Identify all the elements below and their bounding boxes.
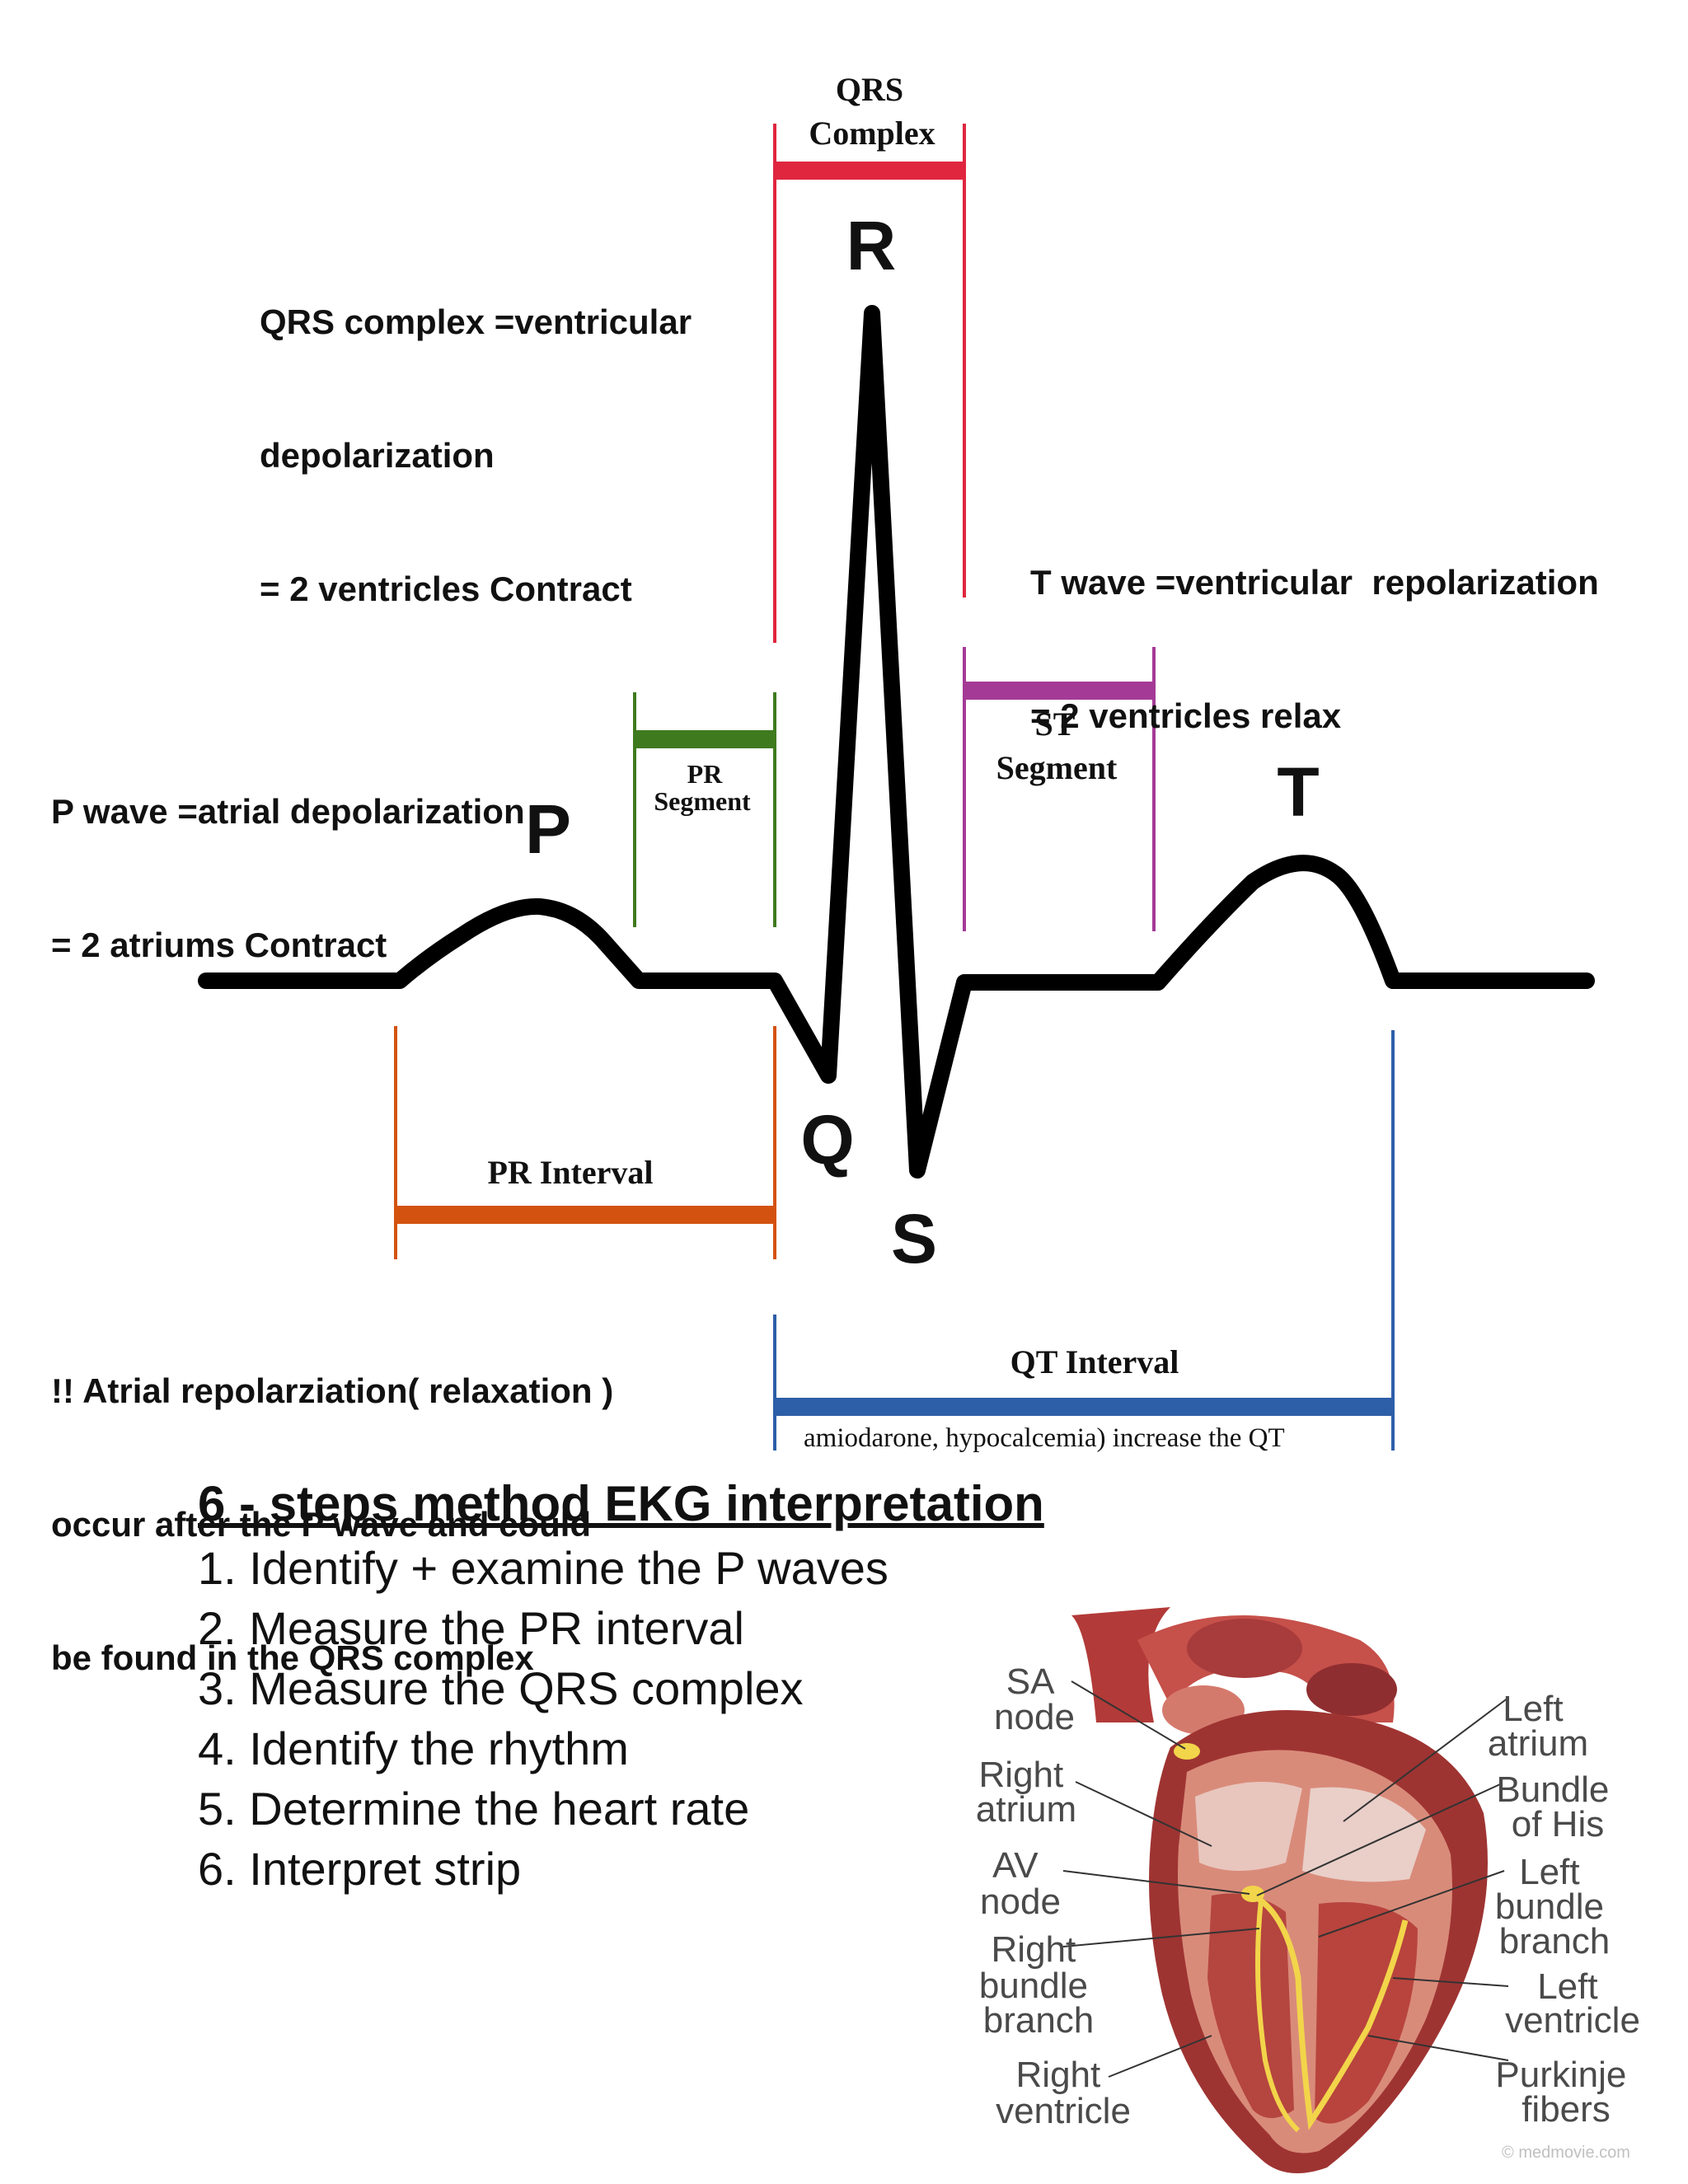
pr-interval-bracket bbox=[394, 1026, 776, 1259]
t-wave-note-line: T wave =ventricular repolarization bbox=[1030, 563, 1599, 602]
p-wave-note-line: P wave =atrial depolarization bbox=[51, 792, 525, 831]
pr-interval-label: PR Interval bbox=[487, 1154, 653, 1191]
qrs-complex-label-line2: Complex bbox=[809, 115, 935, 152]
qrs-note-line: QRS complex =ventricular bbox=[260, 302, 692, 341]
qt-interval-bracket bbox=[773, 1030, 1395, 1451]
qt-interval-label: QT Interval bbox=[1010, 1343, 1179, 1380]
wave-letter-r: R bbox=[846, 207, 897, 284]
st-segment-label-line2: Segment bbox=[996, 749, 1118, 786]
step-item: 1. Identify + examine the P waves bbox=[198, 1542, 889, 1594]
label-purkinje-fibers: Purkinje fibers bbox=[1495, 2055, 1636, 2130]
atrial-note-line: !! Atrial repolarziation( relaxation ) bbox=[51, 1371, 614, 1410]
wave-letter-s: S bbox=[891, 1200, 937, 1277]
qrs-complex-label-line1: QRS bbox=[836, 71, 903, 108]
wave-letter-q: Q bbox=[800, 1101, 854, 1179]
qrs-complex-bracket bbox=[773, 124, 966, 643]
label-bundle-of-his: Bundle of His bbox=[1496, 1769, 1619, 1844]
qrs-note-line: = 2 ventricles Contract bbox=[260, 569, 632, 608]
pr-segment-bracket bbox=[633, 692, 776, 927]
qt-interval-note: amiodarone, hypocalcemia) increase the Q… bbox=[804, 1423, 1285, 1453]
label-right-bundle-branch: Right bundle branch bbox=[979, 1929, 1098, 2041]
label-av-node: AV node bbox=[980, 1845, 1061, 1922]
st-segment-bracket bbox=[963, 647, 1156, 931]
label-left-bundle-branch: Left bundle branch bbox=[1495, 1852, 1614, 1961]
p-wave-note-line: = 2 atriums Contract bbox=[51, 926, 387, 964]
qrs-note-line: depolarization bbox=[260, 436, 495, 475]
steps-title: 6 - steps method EKG interpretation bbox=[198, 1476, 1044, 1531]
pr-segment-label-line2: Segment bbox=[654, 786, 751, 816]
label-sa-node: SA node bbox=[994, 1661, 1075, 1737]
t-wave-note: T wave =ventricular repolarization = 2 v… bbox=[1030, 471, 1599, 783]
t-wave-note-line: = 2 ventricles relax bbox=[1030, 696, 1342, 735]
step-item: 2. Measure the PR interval bbox=[198, 1602, 744, 1654]
ekg-trace bbox=[198, 305, 1595, 1179]
p-wave-note: P wave =atrial depolarization = 2 atrium… bbox=[51, 701, 525, 1012]
heart-image-credit: © medmovie.com bbox=[1502, 2144, 1630, 2162]
step-item: 4. Identify the rhythm bbox=[198, 1722, 629, 1774]
label-left-ventricle: Left ventricle bbox=[1505, 1966, 1640, 2041]
atrial-note-line: occur after the P wave and could bbox=[51, 1505, 592, 1544]
step-item: 5. Determine the heart rate bbox=[198, 1783, 750, 1835]
atrial-note-line: be found in the QRS complex bbox=[51, 1638, 534, 1677]
wave-letter-t: T bbox=[1277, 753, 1319, 831]
pr-segment-label-line1: PR bbox=[687, 759, 724, 789]
atrial-repolarization-note: !! Atrial repolarziation( relaxation ) o… bbox=[51, 1280, 613, 1725]
label-left-atrium: Left atrium bbox=[1488, 1689, 1588, 1764]
steps-list: 1. Identify + examine the P waves 2. Mea… bbox=[198, 1538, 889, 1899]
heart-illustration bbox=[1062, 1607, 1509, 2174]
label-right-atrium: Right atrium bbox=[976, 1755, 1076, 1830]
qrs-note: QRS complex =ventricular depolarization … bbox=[260, 211, 692, 656]
step-item: 6. Interpret strip bbox=[198, 1843, 522, 1895]
label-right-ventricle: Right ventricle bbox=[996, 2055, 1131, 2131]
wave-letter-p: P bbox=[525, 790, 571, 868]
st-segment-label-line1: ST bbox=[1035, 705, 1076, 743]
step-item: 3. Measure the QRS complex bbox=[198, 1662, 804, 1714]
